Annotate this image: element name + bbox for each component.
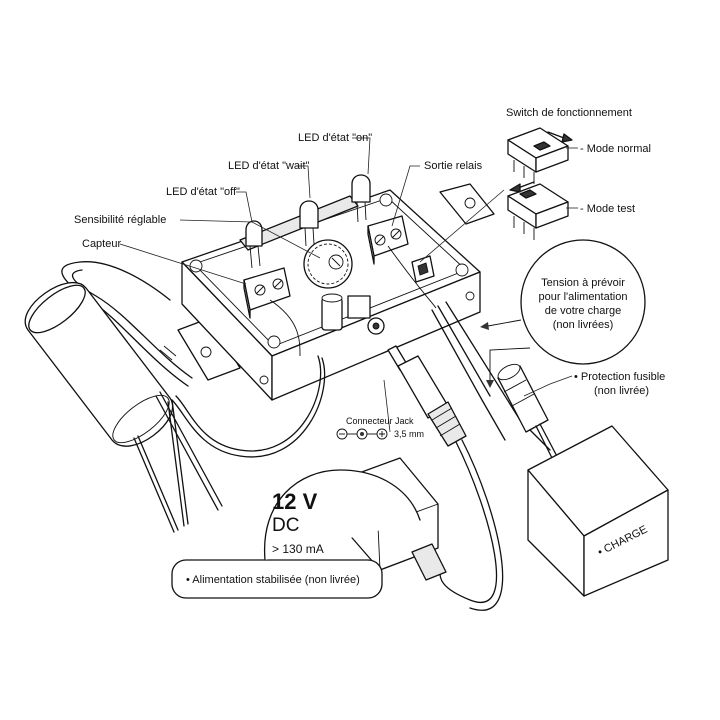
label-protection-1: • Protection fusible [574,371,665,383]
switch-normal [507,127,573,184]
jack-plug [387,345,504,611]
label-mode-normal: - Mode normal [580,143,651,155]
label-mode-test: - Mode test [580,203,635,215]
label-sortie-relais: Sortie relais [424,160,483,172]
label-current: > 130 mA [272,542,324,556]
label-voltage: 12 V [272,489,318,514]
sensor-terminal [243,267,291,319]
jack-socket [321,293,385,335]
charge-box [527,425,669,597]
switch-illustration [507,127,573,240]
sensor-coil [24,261,223,533]
label-dc: DC [272,515,299,536]
detector-box [177,174,495,401]
label-led-wait: LED d'état "wait" [228,160,310,172]
label-capteur: Capteur [82,238,121,250]
label-jack-size: 3,5 mm [394,429,424,439]
label-tension-1: Tension à prévoir [541,277,625,289]
switch-test [507,181,569,240]
label-protection-2: (non livrée) [594,385,649,397]
label-tension-2: pour l'alimentation [539,291,628,303]
label-led-off: LED d'état "off" [166,186,240,198]
label-tension-3: de votre charge [545,305,621,317]
label-sensibilite: Sensibilité réglable [74,214,166,226]
label-connecteur: Connecteur Jack [346,416,414,426]
label-led-on: LED d'état "on" [298,132,372,144]
label-alimentation: • Alimentation stabilisée (non livrée) [186,574,360,586]
leader-lines [119,137,578,433]
tension-callout [480,239,646,388]
label-tension-4: (non livrées) [553,319,614,331]
mode-switch [411,255,435,283]
power-callout [171,469,421,599]
led-wait [299,200,319,247]
label-switch-title: Switch de fonctionnement [506,107,632,119]
led-on [351,174,371,223]
jack-spec: Connecteur Jack 3,5 mm [336,416,424,440]
sensitivity-potentiometer [303,239,353,289]
led-off [245,220,263,269]
relay-terminal [367,215,409,265]
